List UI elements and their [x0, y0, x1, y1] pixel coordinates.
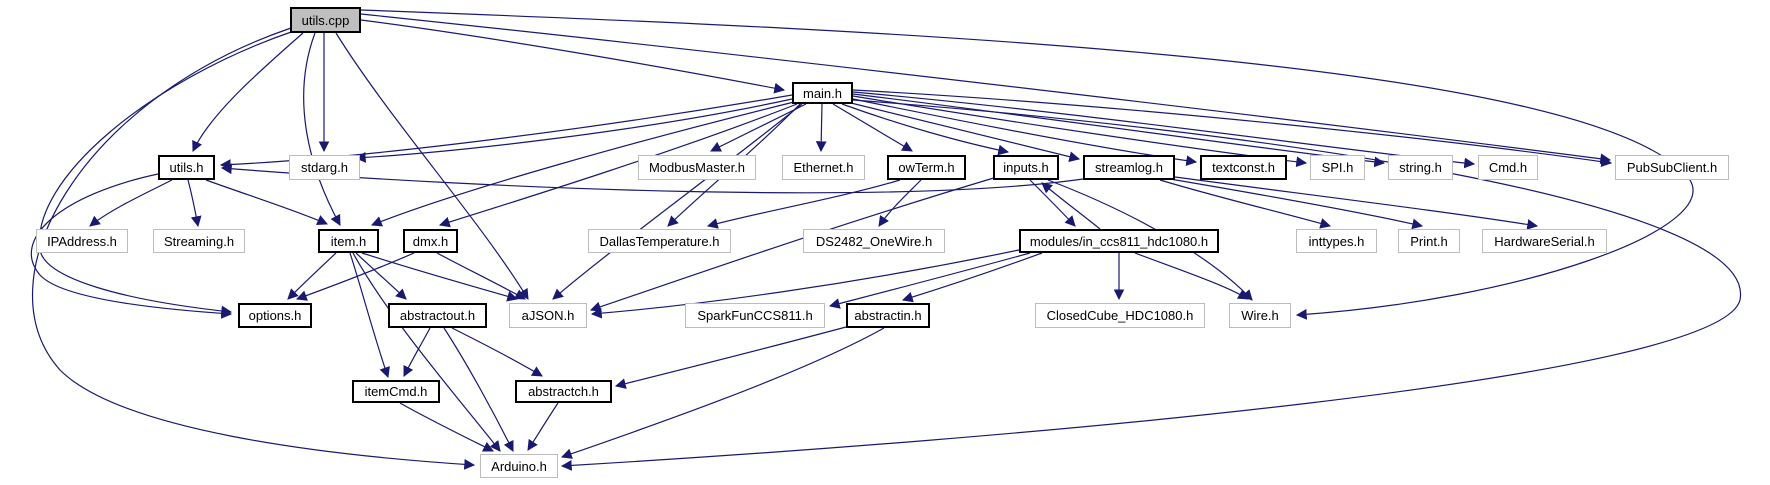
node-owterm-h[interactable]: owTerm.h [887, 155, 966, 180]
node-closedcube-hdc1080-h: ClosedCube_HDC1080.h [1035, 303, 1205, 328]
node-dallastemperature-h: DallasTemperature.h [588, 229, 731, 253]
node-streamlog-h[interactable]: streamlog.h [1083, 155, 1175, 180]
node-modules-in-ccs811-hdc1080-h[interactable]: modules/in_ccs811_hdc1080.h [1019, 229, 1219, 253]
node-hardwareserial-h: HardwareSerial.h [1482, 229, 1607, 253]
node-sparkfunccs811-h: SparkFunCCS811.h [685, 303, 825, 328]
node-options-h[interactable]: options.h [238, 303, 312, 328]
node-utils-cpp: utils.cpp [290, 7, 361, 33]
node-modbusmaster-h: ModbusMaster.h [638, 155, 756, 180]
node-ds2482-onewire-h: DS2482_OneWire.h [803, 229, 945, 253]
node-abstractin-h[interactable]: abstractin.h [846, 303, 930, 328]
node-ethernet-h: Ethernet.h [782, 155, 865, 180]
node-stdarg-h: stdarg.h [289, 155, 360, 180]
node-inputs-h[interactable]: inputs.h [993, 155, 1059, 180]
node-spi-h: SPI.h [1310, 155, 1365, 180]
node-wire-h: Wire.h [1229, 303, 1291, 328]
node-utils-h[interactable]: utils.h [158, 155, 215, 180]
node-ipaddress-h: IPAddress.h [36, 229, 128, 253]
node-print-h: Print.h [1398, 229, 1460, 253]
node-main-h[interactable]: main.h [792, 82, 853, 104]
node-itemcmd-h[interactable]: itemCmd.h [352, 380, 440, 403]
node-textconst-h[interactable]: textconst.h [1200, 155, 1287, 180]
node-abstractch-h[interactable]: abstractch.h [515, 380, 612, 403]
node-string-h: string.h [1388, 155, 1453, 180]
node-abstractout-h[interactable]: abstractout.h [388, 303, 487, 328]
node-arduino-h: Arduino.h [480, 454, 558, 478]
node-pubsubclient-h: PubSubClient.h [1615, 155, 1729, 180]
node-ajson-h: aJSON.h [509, 303, 587, 328]
node-inttypes-h: inttypes.h [1296, 229, 1377, 253]
node-streaming-h: Streaming.h [153, 229, 245, 253]
node-cmd-h: Cmd.h [1478, 155, 1538, 180]
node-dmx-h[interactable]: dmx.h [403, 229, 458, 253]
node-item-h[interactable]: item.h [318, 229, 379, 253]
